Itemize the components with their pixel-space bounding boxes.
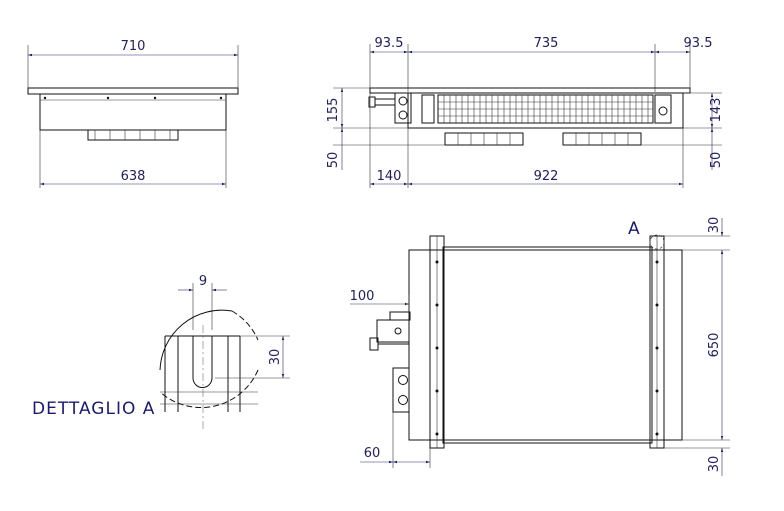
dim-93-5-left-label: 93.5 <box>375 36 404 51</box>
rail-hole <box>435 389 439 393</box>
rail-hole <box>435 260 439 264</box>
dim-650-label: 650 <box>707 333 722 358</box>
rail-hole <box>655 346 659 350</box>
detail-a: 9 30 DETTAGLIO A <box>32 274 290 430</box>
dim-30-top-label: 30 <box>707 217 722 234</box>
dim-140-label: 140 <box>377 169 402 184</box>
rail-hole <box>655 389 659 393</box>
rail-hole <box>655 260 659 264</box>
dim-30-bottom-label: 30 <box>707 456 722 473</box>
side-view-large: 93.5 735 93.5 <box>326 36 724 188</box>
rail-hole <box>435 432 439 436</box>
dim-710-label: 710 <box>121 39 146 54</box>
dim-9-label: 9 <box>199 274 207 289</box>
dim-30-detail-label: 30 <box>268 349 283 366</box>
dim-50-left-label: 50 <box>326 152 341 169</box>
detail-a-callout <box>649 234 665 250</box>
dim-155-label: 155 <box>326 98 341 123</box>
detail-caption: DETTAGLIO A <box>32 399 155 419</box>
dim-143-label: 143 <box>709 98 724 123</box>
plan-view: A 30 650 30 100 60 <box>350 217 730 476</box>
rail-hole <box>435 346 439 350</box>
dim-50-right-label: 50 <box>709 152 724 169</box>
dim-93-5-right-label: 93.5 <box>684 36 713 51</box>
grille-slats <box>438 101 653 117</box>
rail-hole <box>435 303 439 307</box>
detail-circle <box>159 309 233 371</box>
grille-bars <box>443 95 649 123</box>
callout-a-label: A <box>628 219 641 239</box>
side-view-small: 710 638 <box>27 39 239 188</box>
dim-60-label: 60 <box>364 446 381 461</box>
dim-735-label: 735 <box>534 36 559 51</box>
dim-922-label: 922 <box>534 169 559 184</box>
rail-hole <box>655 432 659 436</box>
dim-100-label: 100 <box>350 289 375 304</box>
dim-638-label: 638 <box>121 169 146 184</box>
rail-hole <box>655 303 659 307</box>
